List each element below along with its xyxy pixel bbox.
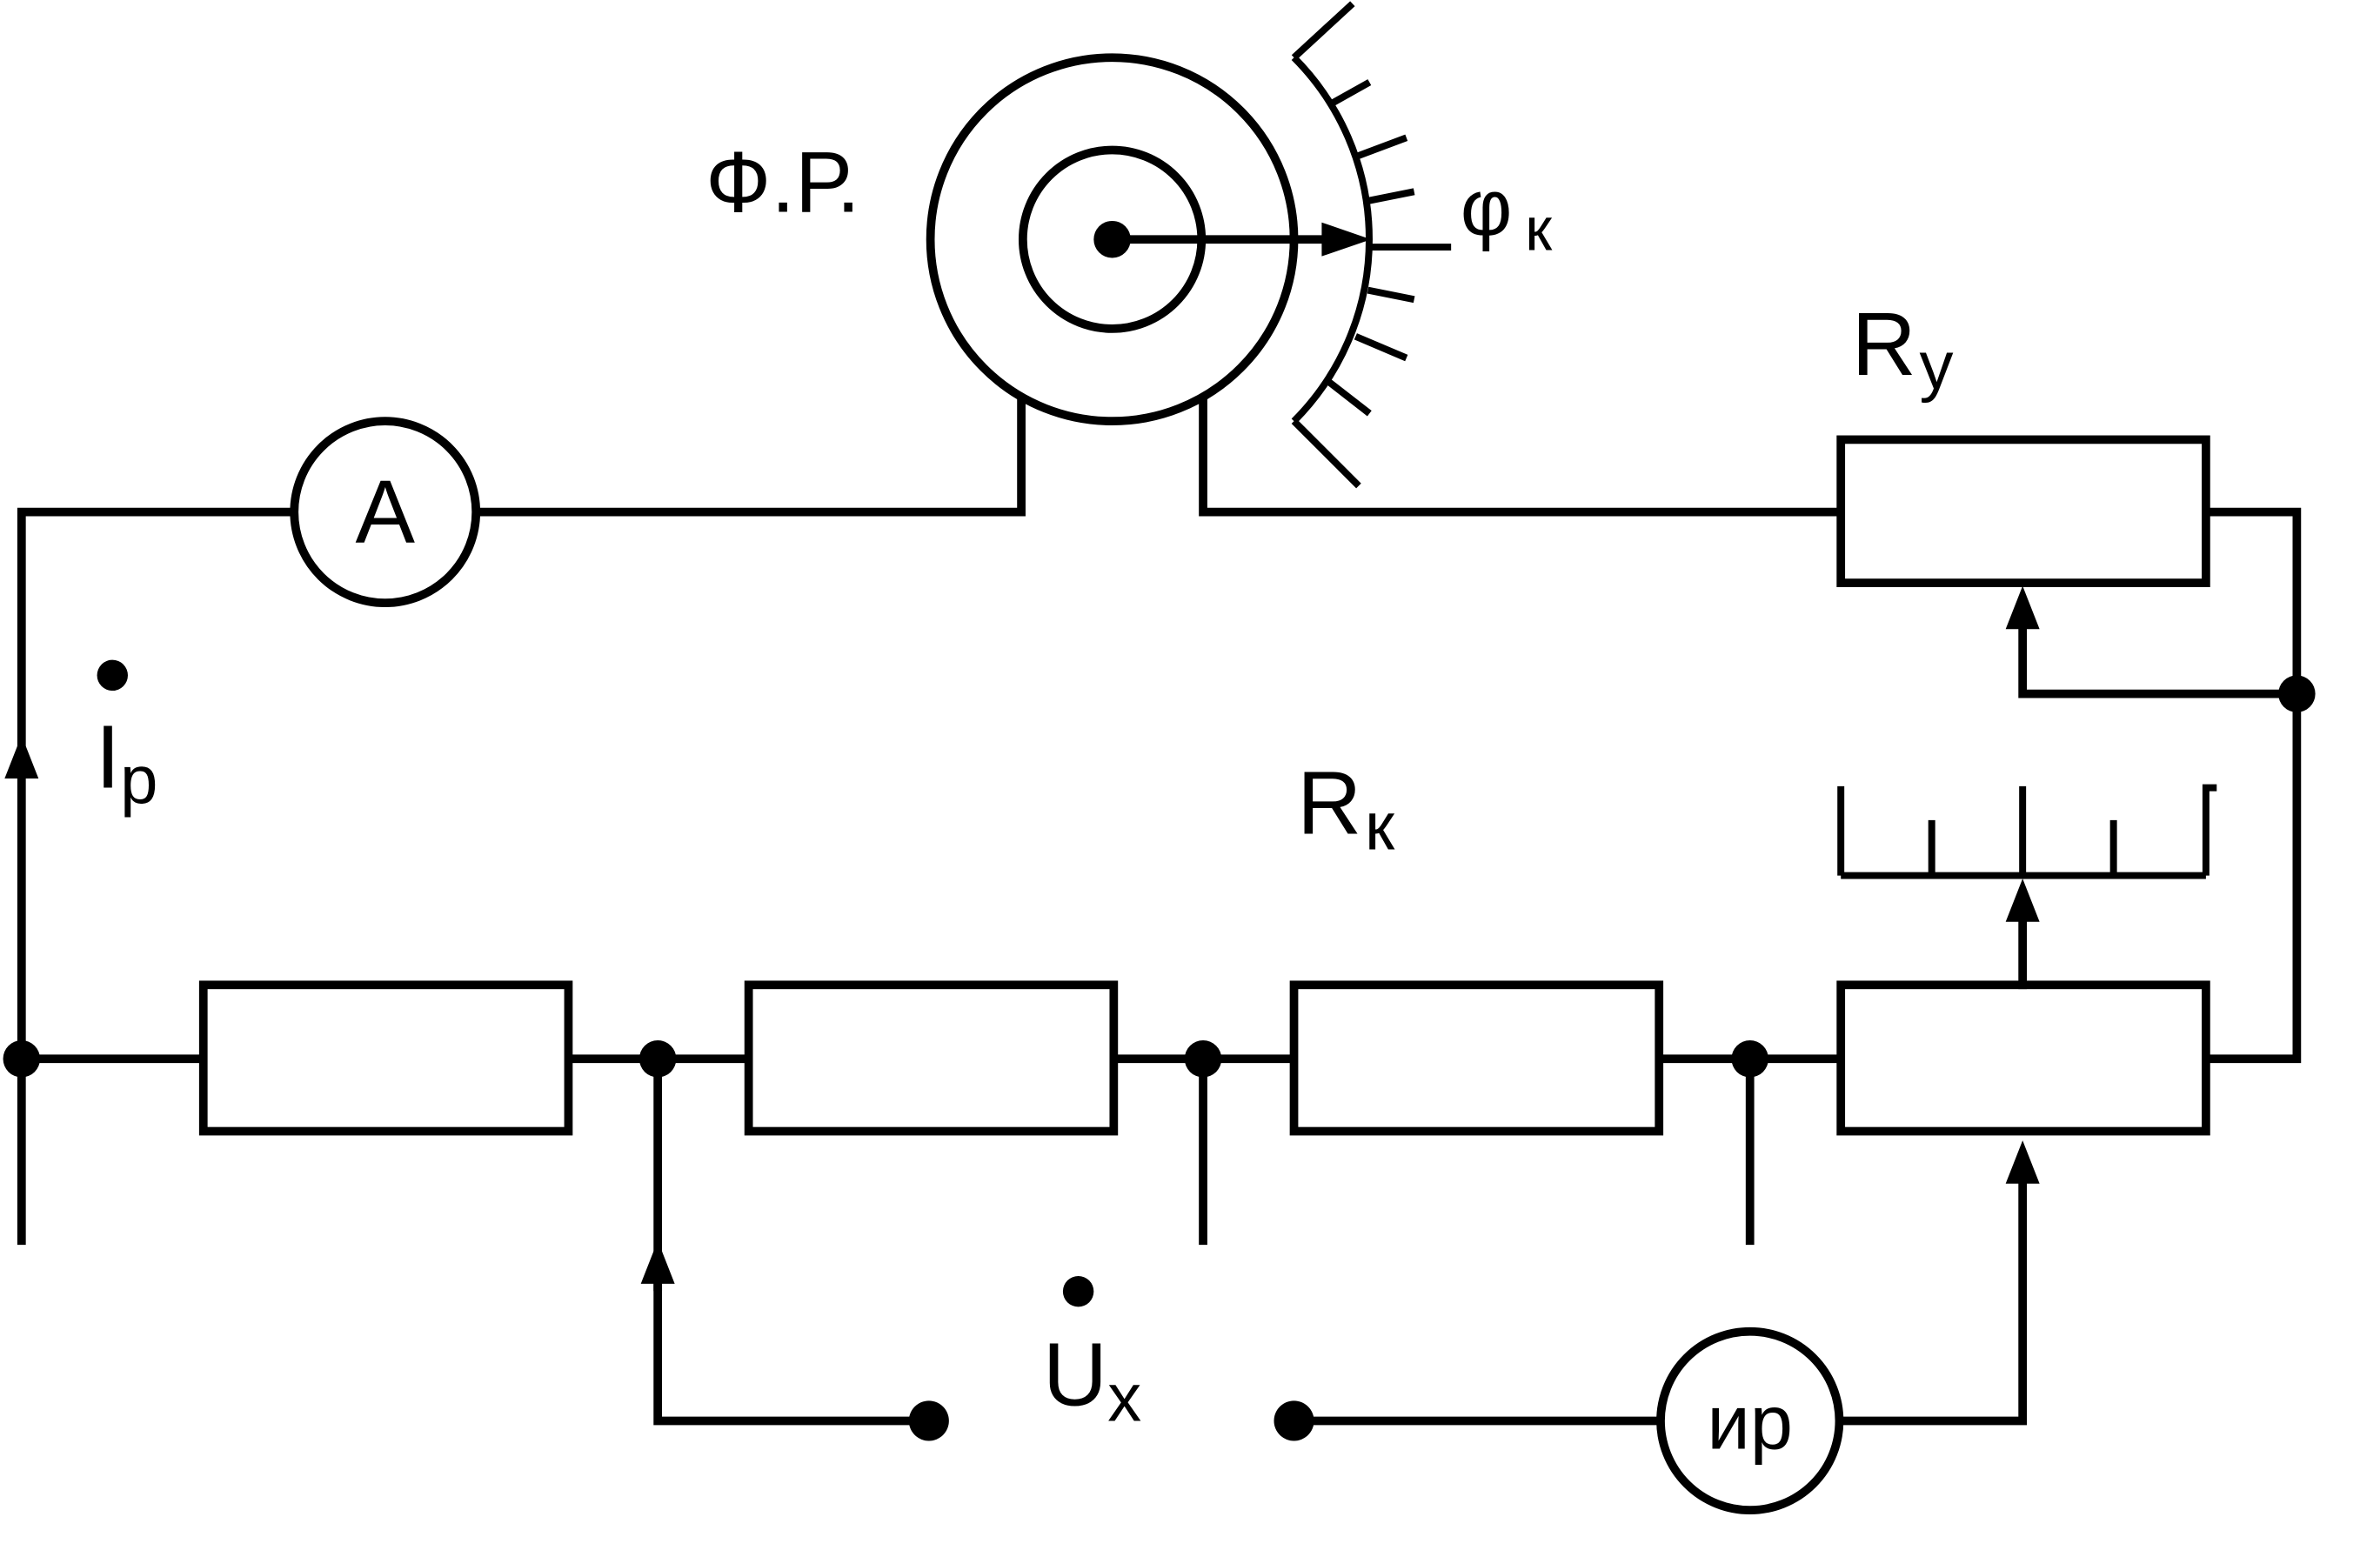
bottom-slider-arrow-icon bbox=[2005, 1140, 2040, 1184]
phase-scale-arc bbox=[1291, 55, 1373, 424]
tap-slider-arrow-icon bbox=[640, 1240, 675, 1284]
svg-text:к: к bbox=[1525, 196, 1553, 264]
phase-angle-label: φ к bbox=[1461, 163, 1553, 264]
ammeter: A bbox=[290, 417, 481, 607]
compensator-chain bbox=[3, 980, 2210, 1292]
compensator-resistor-2 bbox=[744, 980, 1119, 1136]
compensator-resistor-4 bbox=[1836, 980, 2210, 1136]
phase-pointer-arrow-icon bbox=[1321, 222, 1372, 257]
rheostat-ry bbox=[1836, 435, 2316, 712]
compensator-resistor-3 bbox=[1289, 980, 1664, 1136]
svg-text:φ: φ bbox=[1461, 163, 1513, 252]
svg-text:р: р bbox=[120, 741, 157, 818]
svg-text:x: x bbox=[1107, 1359, 1141, 1435]
ammeter-label: A bbox=[355, 462, 415, 562]
current-label: I р bbox=[96, 659, 157, 818]
svg-text:I: I bbox=[96, 707, 121, 807]
svg-text:U: U bbox=[1043, 1325, 1107, 1425]
svg-text:R: R bbox=[1297, 753, 1361, 853]
svg-text:R: R bbox=[1852, 294, 1916, 394]
svg-text:к: к bbox=[1365, 787, 1395, 864]
phase-regulator-label: Ф.Р. bbox=[705, 134, 860, 231]
top-branch-wire bbox=[17, 389, 2302, 1246]
svg-text:у: у bbox=[1920, 327, 1954, 404]
vernier-pointer-arrow-icon bbox=[2005, 879, 2040, 922]
ry-slider-arrow-icon bbox=[2005, 585, 2040, 630]
compensator-vernier-scale bbox=[1837, 784, 2217, 990]
phase-regulator bbox=[926, 1, 1452, 489]
rheostat-ry-label: R у bbox=[1852, 294, 1954, 404]
compensator-resistor-1 bbox=[198, 980, 573, 1136]
compensator-label: R к bbox=[1297, 753, 1395, 865]
measuring-loop: ир bbox=[640, 1140, 2040, 1515]
current-arrow-icon bbox=[4, 735, 39, 778]
null-indicator-label: ир bbox=[1707, 1379, 1793, 1465]
phase-scale-ticks bbox=[1291, 1, 1452, 489]
voltage-label: U x bbox=[1043, 1275, 1141, 1435]
